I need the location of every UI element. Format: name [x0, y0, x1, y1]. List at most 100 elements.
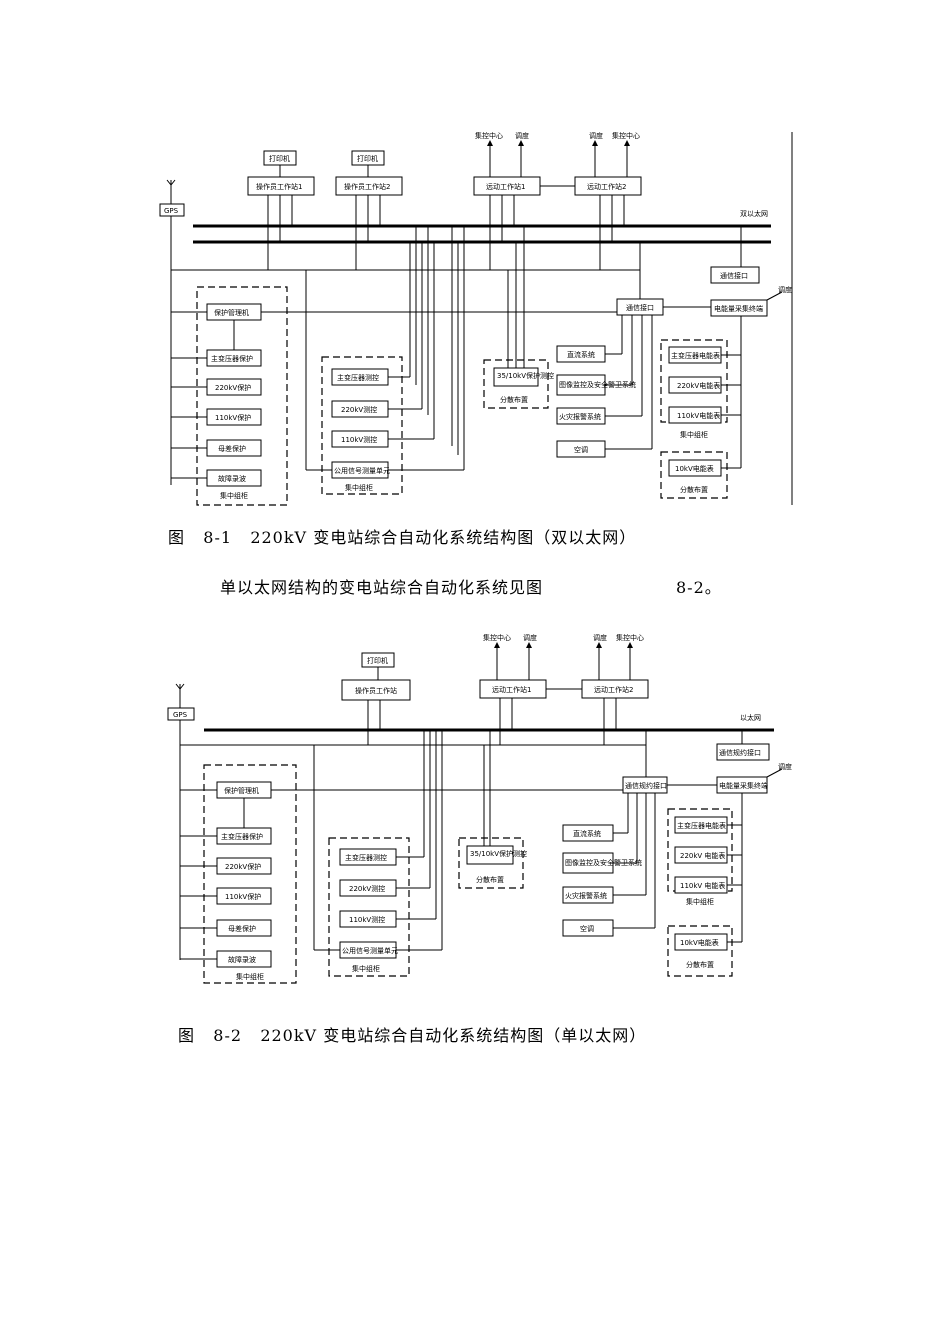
distributed-2-label: 分散布置: [686, 960, 714, 969]
remote-workstation-1-label: 远动工作站1: [492, 685, 531, 694]
video-security-label: 图像监控及安全警卫系统: [559, 380, 636, 389]
protection-manager-label: 保护管理机: [224, 786, 259, 795]
fault-recorder-label: 故障录波: [218, 474, 246, 483]
protection-manager-label: 保护管理机: [214, 308, 249, 317]
dc-system-label: 直流系统: [573, 829, 601, 838]
left-cabinet-label: 集中组柜: [220, 491, 248, 500]
comm-interface-label: 通信接口: [626, 303, 654, 312]
printer-1-label: 打印机: [269, 154, 290, 163]
main-transformer-control-label: 主变压器测控: [337, 373, 379, 382]
operator-workstation-2: [335, 176, 403, 196]
operator-workstation-1-label: 操作员工作站1: [256, 182, 302, 191]
main-transformer-protection-label: 主变压器保护: [221, 832, 263, 841]
control-center-label-2: 集控中心: [616, 633, 644, 642]
operator-workstation-2-label: 操作员工作站2: [344, 182, 390, 191]
comm-interface-2-box: [716, 743, 770, 761]
caption-number: 8-2: [213, 1026, 243, 1045]
paragraph-figure-ref: 8-2。: [676, 578, 722, 597]
main-transformer-meter-label: 主变压器电能表: [677, 821, 726, 830]
110kv-control-label: 110kV测控: [349, 915, 385, 924]
network-label: 以太网: [740, 713, 761, 722]
public-signal-unit-label: 公用信号测量单元: [334, 466, 390, 475]
remote-workstation-2-label: 远动工作站2: [594, 685, 633, 694]
energy-collector-label: 电能量采集终端: [719, 781, 768, 790]
figure-8-1-caption: 图 8-1 220kV 变电站综合自动化系统结构图（双以太网）: [168, 524, 636, 548]
dc-system-label: 直流系统: [567, 350, 595, 359]
middle-cabinet-label: 集中组柜: [352, 964, 380, 973]
right-cabinet-label: 集中组柜: [686, 897, 714, 906]
figure-8-2-diagram: 集控中心 调度 调度 集控中心 打印机 操作员工作站 远动工作站1 远动工作站2…: [0, 620, 950, 990]
right-cabinet-label: 集中组柜: [680, 430, 708, 439]
comm-interface-2-box: [710, 266, 760, 284]
10kv-meter-label: 10kV电能表: [680, 938, 719, 947]
220kv-protection-label: 220kV保护: [215, 383, 251, 392]
busbar-protection-label: 母差保护: [218, 444, 246, 453]
fire-alarm-label: 火灾报警系统: [565, 891, 607, 900]
hvac-label: 空调: [574, 445, 588, 454]
comm-interface-label: 通信规约接口: [625, 781, 667, 790]
220kv-control-label: 220kV测控: [341, 405, 377, 414]
35-10kv-group: [483, 359, 549, 409]
middle-cabinet-label: 集中组柜: [345, 483, 373, 492]
distributed-2-label: 分散布置: [680, 485, 708, 494]
caption-number: 8-1: [203, 528, 233, 547]
public-signal-unit-label: 公用信号测量单元: [342, 946, 398, 955]
figure-8-2-caption: 图 8-2 220kV 变电站综合自动化系统结构图（单以太网）: [178, 1022, 646, 1046]
printer-2-label: 打印机: [357, 154, 378, 163]
dispatch-label-2: 调度: [593, 633, 607, 642]
gps-box: [159, 203, 185, 217]
figure-8-1-diagram: 集控中心 调度 调度 集控中心 打印机 打印机 操作员工作站1 操作员工作站2 …: [0, 0, 950, 520]
network-label: 双以太网: [740, 209, 768, 218]
distributed-1-label: 分散布置: [500, 395, 528, 404]
10kv-meter-label: 10kV电能表: [675, 464, 714, 473]
fire-alarm-label: 火灾报警系统: [559, 412, 601, 421]
220kv-meter-label: 220kV 电能表: [680, 851, 725, 860]
dispatch-right-label: 调度: [778, 762, 792, 771]
energy-collector-label: 电能量采集终端: [714, 304, 763, 313]
dispatch-label-1: 调度: [515, 131, 529, 140]
35-10kv-label: 35/10kV保护测控: [497, 371, 554, 380]
fault-recorder-label: 故障录波: [228, 955, 256, 964]
paragraph-text: 单以太网结构的变电站综合自动化系统见图: [220, 578, 544, 597]
dispatch-label-1: 调度: [523, 633, 537, 642]
operator-workstation: [341, 679, 411, 701]
control-center-label-2: 集控中心: [612, 131, 640, 140]
video-security-label: 图像监控及安全警卫系统: [565, 858, 642, 867]
control-center-label-1: 集控中心: [475, 131, 503, 140]
comm-interface-2-label: 通信接口: [720, 271, 748, 280]
remote-workstation-1-label: 远动工作站1: [486, 182, 525, 191]
left-cabinet-label: 集中组柜: [236, 972, 264, 981]
distributed-2-group: [667, 925, 733, 977]
left-cabinet-group: [196, 286, 288, 506]
remote-workstation-2-label: 远动工作站2: [587, 182, 626, 191]
110kv-protection-label: 110kV保护: [225, 892, 261, 901]
gps-box: [167, 707, 195, 721]
energy-collector-box: [710, 299, 768, 317]
busbar-protection-label: 母差保护: [228, 924, 256, 933]
control-center-label-1: 集控中心: [483, 633, 511, 642]
caption-text: 220kV 变电站综合自动化系统结构图（双以太网）: [250, 528, 637, 547]
caption-label: 图: [168, 528, 186, 547]
middle-cabinet-group: [328, 837, 410, 977]
middle-cabinet-group: [321, 356, 403, 495]
220kv-meter-label: 220kV电能表: [677, 381, 720, 390]
main-transformer-meter-label: 主变压器电能表: [671, 351, 720, 360]
distributed-2-group: [660, 451, 728, 499]
dispatch-right-label: 调度: [778, 285, 792, 294]
hvac-label: 空调: [580, 924, 594, 933]
main-transformer-control-label: 主变压器测控: [345, 853, 387, 862]
110kv-control-label: 110kV测控: [341, 435, 377, 444]
gps-label: GPS: [164, 207, 179, 215]
caption-text: 220kV 变电站综合自动化系统结构图（单以太网）: [260, 1026, 647, 1045]
35-10kv-group: [458, 837, 524, 889]
220kv-control-label: 220kV测控: [349, 884, 385, 893]
main-transformer-protection-label: 主变压器保护: [211, 354, 253, 363]
gps-label: GPS: [173, 711, 188, 719]
printer-label: 打印机: [367, 656, 388, 665]
110kv-meter-label: 110kV电能表: [677, 411, 720, 420]
operator-workstation-label: 操作员工作站: [355, 686, 397, 695]
operator-workstation-1: [247, 176, 315, 196]
35-10kv-label: 35/10kV保护测控: [470, 849, 527, 858]
dispatch-label-2: 调度: [589, 131, 603, 140]
110kv-protection-label: 110kV保护: [215, 413, 251, 422]
